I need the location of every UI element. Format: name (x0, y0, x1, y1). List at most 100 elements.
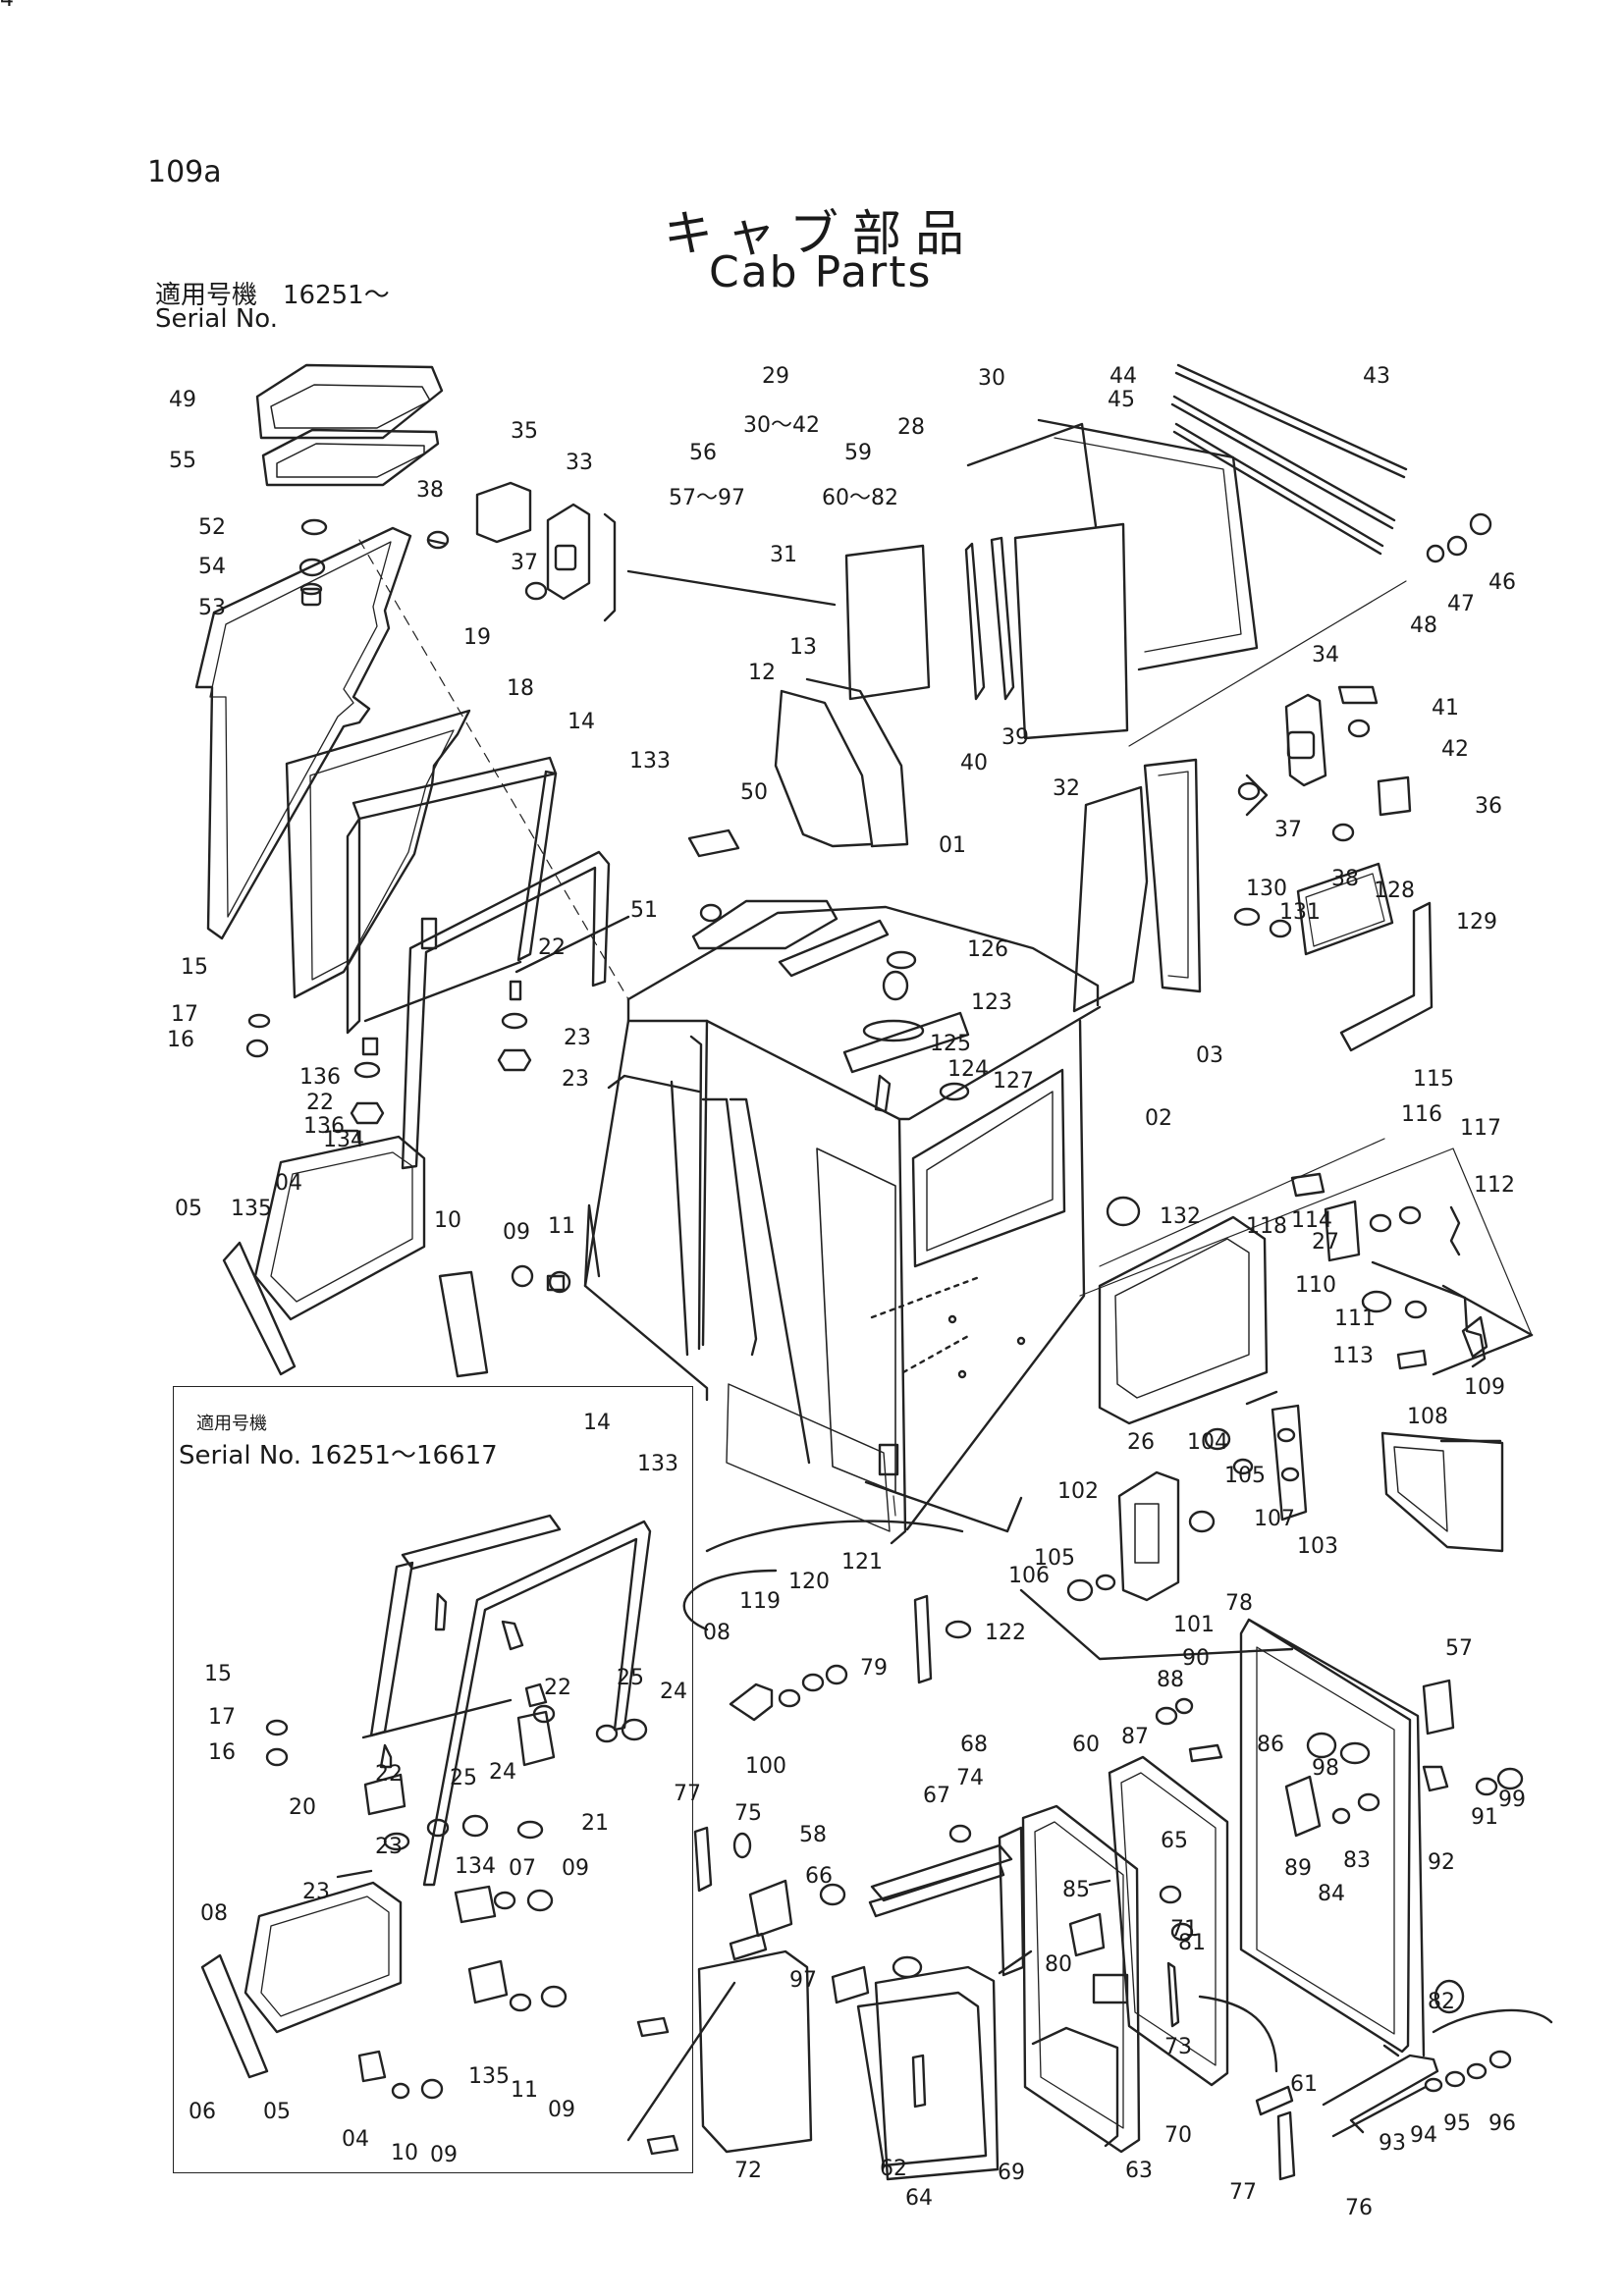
part-callout: 136 (303, 1114, 345, 1139)
part-callout: 117 (1460, 1116, 1501, 1141)
part-callout: 67 (923, 1784, 950, 1808)
part-callout: 80 (1045, 1952, 1072, 1977)
group-29-label: 29 (762, 364, 789, 389)
part-callout: 11 (511, 2078, 538, 2103)
part-callout: 27 (1312, 1230, 1339, 1255)
part-callout: 30 (978, 366, 1005, 391)
part-callout: 125 (930, 1032, 971, 1056)
part-callout: 05 (263, 2100, 291, 2124)
part-callout: 108 (1407, 1405, 1448, 1429)
part-callout: 106 (1008, 1564, 1050, 1588)
part-callout: 75 (734, 1801, 762, 1826)
part-callout: 05 (175, 1197, 202, 1221)
part-callout: 111 (1334, 1307, 1376, 1331)
part-callout: 03 (1196, 1043, 1223, 1068)
part-callout: 77 (1229, 2180, 1257, 2205)
part-callout: 72 (734, 2159, 762, 2183)
part-callout: 71 (1170, 1917, 1198, 1942)
part-callout: 110 (1295, 1273, 1336, 1298)
part-callout: 36 (1475, 794, 1502, 819)
part-callout: 84 (1318, 1882, 1345, 1906)
part-callout: 113 (1332, 1344, 1374, 1368)
part-callout: 52 (198, 515, 226, 540)
part-callout: 24 (489, 1760, 516, 1785)
part-callout: 09 (430, 2143, 458, 2167)
part-callout: 38 (416, 478, 444, 503)
part-callout: 128 (1374, 879, 1415, 903)
part-callout: 101 (1173, 1613, 1215, 1637)
part-callout: 38 (1331, 867, 1359, 891)
part-callout: 135 (468, 2064, 510, 2089)
part-callout: 17 (208, 1705, 236, 1730)
part-callout: 92 (1428, 1850, 1455, 1875)
part-callout: 61 (1290, 2072, 1318, 2097)
part-callout: 68 (960, 1733, 988, 1757)
part-callout: 132 (1160, 1204, 1201, 1229)
part-callout: 74 (956, 1766, 984, 1790)
part-callout: 134 (323, 1128, 364, 1152)
part-callout: 16 (167, 1028, 194, 1052)
group-56-label: 56 (689, 441, 717, 465)
part-callout: 135 (231, 1197, 272, 1221)
part-callout: 124 (947, 1057, 989, 1082)
part-callout: 34 (1312, 643, 1339, 667)
part-callout: 107 (1254, 1507, 1295, 1531)
part-callout: 01 (939, 833, 966, 858)
part-callout: 23 (564, 1026, 591, 1050)
title-japanese: キャブ部品 (664, 205, 978, 262)
part-callout: 16 (208, 1740, 236, 1765)
part-callout: 58 (799, 1823, 827, 1847)
part-callout: 35 (511, 419, 538, 444)
part-callout: 18 (507, 676, 534, 701)
part-callout: 40 (960, 751, 988, 775)
part-callout: 48 (1410, 614, 1437, 638)
part-callout: 08 (703, 1621, 730, 1645)
part-callout: 25 (617, 1666, 644, 1690)
part-callout: 94 (1410, 2123, 1437, 2148)
serial-applicable-label: 適用号機 16251〜 (155, 281, 390, 310)
part-callout: 136 (299, 1065, 341, 1090)
part-callout: 10 (391, 2141, 418, 2165)
part-callout: 43 (1363, 364, 1390, 389)
part-callout: 17 (171, 1002, 198, 1027)
part-callout: 133 (629, 749, 671, 774)
part-callout: 76 (1345, 2196, 1373, 2220)
part-callout: 78 (1225, 1591, 1253, 1616)
part-callout: 21 (581, 1811, 609, 1836)
part-callout: 12 (748, 661, 776, 685)
part-callout: 14 (583, 1411, 611, 1435)
part-callout: 105 (1034, 1546, 1075, 1571)
part-callout: 115 (1413, 1067, 1454, 1092)
title-english: Cab Parts (709, 247, 933, 297)
part-callout: 83 (1343, 1848, 1371, 1873)
part-callout: 46 (1488, 570, 1516, 595)
part-callout: 06 (189, 2100, 216, 2124)
part-callout: 85 (1062, 1878, 1090, 1902)
part-callout: 69 (998, 2161, 1025, 2185)
part-callout: 19 (463, 625, 491, 650)
page-number: 109a (147, 155, 222, 189)
group-59-range: 60〜82 (822, 486, 898, 510)
part-callout: 86 (1257, 1733, 1284, 1757)
part-callout: 63 (1125, 2159, 1153, 2183)
part-callout: 121 (841, 1550, 883, 1575)
part-callout: 130 (1246, 877, 1287, 901)
part-callout: 23 (375, 1835, 403, 1859)
part-callout: 47 (1447, 592, 1475, 616)
part-callout: 04 (275, 1171, 302, 1196)
part-callout: 118 (1246, 1214, 1287, 1239)
part-callout: 105 (1224, 1464, 1266, 1488)
group-29-range: 30〜42 (743, 413, 820, 438)
part-callout: 44 (1109, 364, 1137, 389)
part-callout: 54 (198, 555, 226, 579)
part-callout: 73 (1164, 2035, 1192, 2059)
part-callout: 15 (181, 955, 208, 980)
part-callout: 127 (993, 1069, 1034, 1094)
part-callout: 133 (637, 1452, 678, 1476)
part-callout: 64 (905, 2186, 933, 2211)
part-callout: 60 (1072, 1733, 1100, 1757)
part-callout: 120 (788, 1570, 830, 1594)
part-callout: 26 (1127, 1430, 1155, 1455)
part-callout: 22 (306, 1091, 334, 1115)
